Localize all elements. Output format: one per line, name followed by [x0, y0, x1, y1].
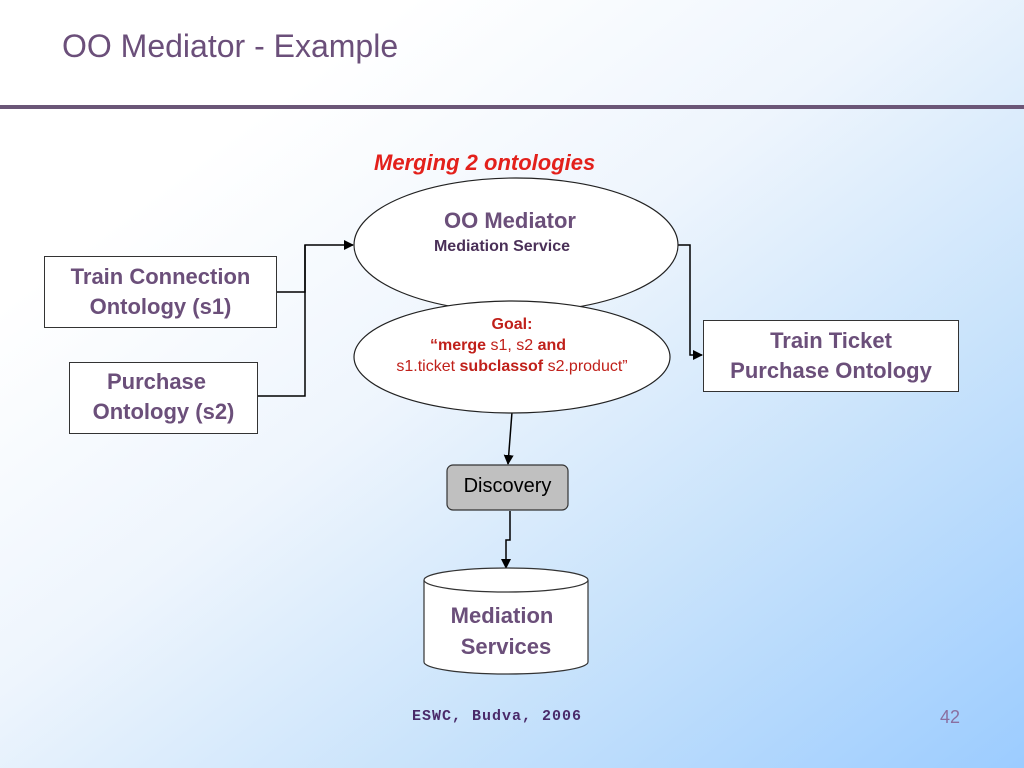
- discovery-label: Discovery: [463, 475, 552, 497]
- cylinder-top: [423, 567, 589, 593]
- train-connection-ontology-box: Train Connection Ontology (s1): [44, 256, 277, 328]
- s1-line2: Ontology (s1): [89, 294, 232, 319]
- s2-to-mediator-connector: [258, 245, 306, 397]
- train-ticket-purchase-ontology-box: Train Ticket Purchase Ontology: [703, 320, 959, 392]
- goal-to-discovery-connector: [503, 411, 514, 465]
- goal-line3: s1.ticket subclassof s2.product”: [356, 356, 668, 377]
- goal-s2-product: s2.product”: [543, 358, 628, 375]
- goal-args: s1, s2: [486, 337, 538, 354]
- mediation-services-cylinder: [423, 580, 589, 675]
- goal-and: and: [537, 337, 567, 354]
- target-line2: Purchase Ontology: [730, 358, 932, 383]
- page-number: 42: [940, 707, 961, 727]
- s1-line1: Train Connection: [70, 264, 251, 289]
- title-divider: [0, 105, 1024, 109]
- mediator-to-target-connector: [678, 244, 703, 360]
- goal-line2: “merge s1, s2 and: [328, 335, 668, 356]
- footer-text: ESWC, Budva, 2006: [412, 708, 583, 725]
- discovery-box-shape: [446, 464, 569, 511]
- repository-line1: Mediation: [450, 603, 554, 628]
- goal-text: Goal: “merge s1, s2 and s1.ticket subcla…: [356, 314, 668, 377]
- mediator-title: OO Mediator: [443, 208, 576, 233]
- goal-label: Goal:: [491, 316, 533, 333]
- s1-to-mediator-connector: [277, 240, 354, 293]
- mediation-services-label: Mediation Services: [424, 600, 588, 662]
- goal-merge: “merge: [429, 337, 486, 354]
- discovery-to-repository-connector: [501, 511, 511, 569]
- slide-title: OO Mediator - Example: [62, 28, 399, 64]
- s2-line2: Ontology (s2): [92, 399, 235, 424]
- diagram-subtitle: Merging 2 ontologies: [374, 150, 596, 175]
- goal-s1-ticket: s1.ticket: [396, 358, 460, 375]
- mediator-subtitle: Mediation Service: [433, 238, 571, 255]
- purchase-ontology-box: Purchase Ontology (s2): [69, 362, 258, 434]
- goal-subclassof: subclassof: [459, 358, 544, 375]
- repository-line2: Services: [460, 634, 552, 659]
- mediator-text: OO Mediator Mediation Service: [400, 207, 620, 259]
- s2-line1: Purchase: [106, 369, 207, 394]
- goal-ellipse: [353, 300, 671, 414]
- target-line1: Train Ticket: [770, 328, 892, 353]
